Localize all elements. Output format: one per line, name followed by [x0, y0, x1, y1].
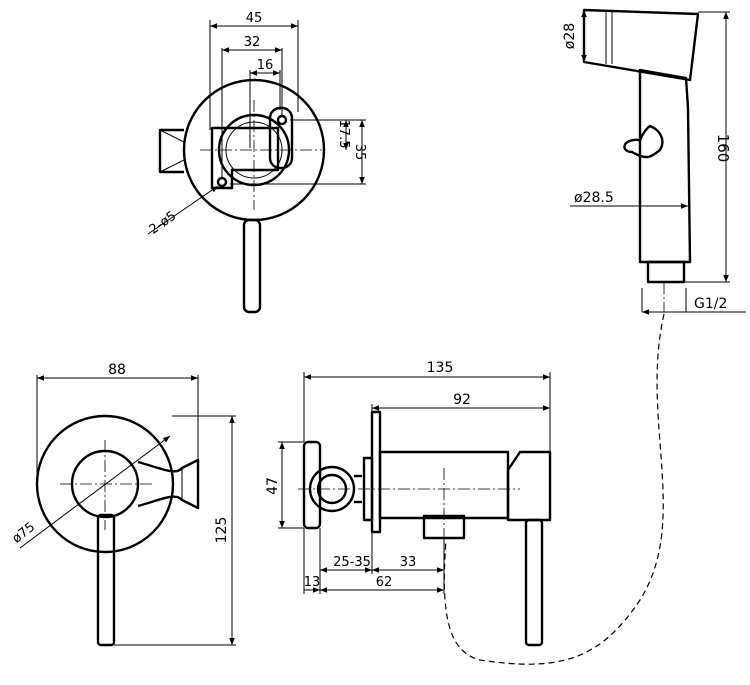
dim-handset-head-diameter: ø28	[562, 23, 578, 49]
dim-top-width-16: 16	[257, 58, 274, 73]
dim-front-width: 88	[108, 362, 126, 378]
dim-top-width-45: 45	[246, 11, 263, 26]
top-view-lever	[242, 218, 262, 314]
side-view-hose	[443, 313, 665, 665]
side-view-lever	[524, 518, 544, 647]
front-view-holder	[137, 458, 200, 510]
dim-handset-length: 160	[714, 134, 732, 163]
dim-front-height: 125	[214, 517, 230, 544]
handset-body	[638, 68, 692, 264]
dim-handset-thread: G1/2	[694, 296, 727, 312]
top-view-clip	[268, 106, 294, 170]
dim-top-height-35: 35	[352, 144, 367, 161]
side-view: 135 92 47 25-35 33 13 62	[265, 313, 665, 665]
dim-side-plate-thickness: 13	[304, 575, 321, 590]
handset-trigger	[623, 124, 664, 159]
side-view-wall-plate	[302, 440, 322, 530]
front-view-lever	[96, 513, 116, 647]
dim-side-body-length: 92	[453, 392, 471, 408]
dim-top-holes: 2-ø5	[147, 209, 180, 238]
dim-side-body-depth: 62	[376, 575, 393, 590]
dim-side-outlet-offset: 33	[400, 555, 417, 570]
dim-handset-body-diameter: ø28.5	[574, 190, 614, 206]
dim-top-height-17-5: 17.5	[336, 120, 351, 149]
side-view-lever-base	[506, 450, 552, 522]
top-view: 45 32 16 17.5 35 2-ø5	[147, 11, 367, 314]
top-view-hole-bottom	[216, 176, 228, 188]
dim-side-total-length: 135	[427, 360, 454, 376]
top-view-mount-lug-inner	[159, 129, 185, 173]
top-view-mount-lug	[158, 128, 184, 174]
top-view-hole-top	[276, 114, 288, 126]
dim-side-range: 25-35	[333, 555, 371, 570]
handset-connector	[646, 260, 686, 284]
dim-top-width-32: 32	[244, 35, 261, 50]
dim-front-plate-diameter: ø75	[10, 520, 39, 547]
front-view: 88 ø75 125	[10, 362, 236, 647]
dim-side-holder-height: 47	[265, 477, 281, 495]
handset-view: ø28 160 ø28.5 G1/2	[562, 8, 746, 315]
